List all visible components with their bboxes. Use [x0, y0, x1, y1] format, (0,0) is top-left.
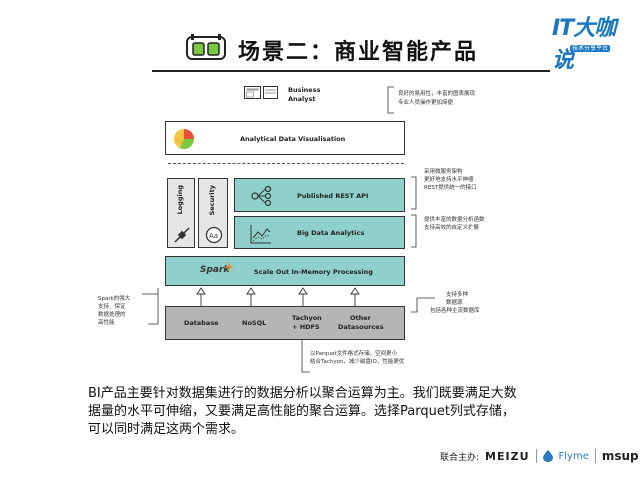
security-label: Security	[208, 185, 216, 216]
note-bigdata-2: 支持高效的自定义扩展	[424, 225, 480, 231]
analytical-viz-box: Analytical Data Visualisation	[165, 121, 405, 155]
analytical-viz-label: Analytical Data Visualisation	[240, 135, 346, 143]
note-spark-4: 高性能	[98, 320, 115, 326]
note-sources-1: 支持多种	[446, 292, 469, 298]
source-other-2: Datasources	[338, 323, 384, 331]
bracket-sources	[411, 297, 435, 313]
note-parquet-2: 结合Tachyon，减少磁盘IO，性能更优	[310, 359, 405, 365]
bracket-parquet	[301, 340, 310, 373]
page-title: 场景二：商业智能产品	[238, 40, 479, 65]
bracket-analyst	[387, 86, 394, 114]
source-tachyon-1: Tachyon	[292, 314, 322, 322]
meizu-logo: MEIZU	[485, 449, 530, 463]
architecture-diagram: Business Analyst 良好的易用性，丰富的图表展现 专业人员操作更加…	[98, 86, 485, 373]
note-spark-2: 支持、保证	[98, 304, 126, 310]
big-data-box: Big Data Analytics	[234, 216, 405, 249]
logging-box: Logging	[167, 178, 195, 248]
pie-chart-icon	[174, 129, 195, 150]
rest-api-box: Published REST API	[234, 178, 405, 212]
bracket-rest	[411, 176, 417, 210]
footer-sponsors: 联合主办: MEIZU Flyme msup	[440, 446, 639, 466]
security-badge-icon: Aa	[205, 226, 223, 244]
data-sources-box: Database NoSQL Tachyon + HDFS Other Data…	[165, 306, 405, 340]
spark-star-icon	[224, 262, 234, 272]
svg-text:Aa: Aa	[209, 232, 218, 240]
logo-sub-text: 技术分享平台	[570, 45, 611, 52]
source-nosql: NoSQL	[242, 319, 267, 327]
flyme-icon	[542, 450, 553, 462]
footer-separator-2	[594, 449, 596, 463]
note-spark-1: Spark的强大	[98, 296, 131, 302]
note-sources-3: 包括各种主流数据库	[430, 308, 480, 314]
note-rest-2: 更好地支持水平伸缩	[424, 177, 474, 183]
note-analyst-1: 良好的易用性，丰富的图表展现	[398, 91, 476, 97]
paragraph-line-2: 据量的水平可伸缩，又要满足高性能的聚合运算。选择Parquet列式存储，	[88, 404, 515, 419]
note-sources-2: 数据源	[446, 300, 463, 306]
title-divider	[152, 70, 550, 72]
description-paragraph: BI产品主要针对数据集进行的数据分析以聚合运算为主。我们既要满足大数 据量的水平…	[88, 385, 588, 439]
scale-out-label: Scale Out In-Memory Processing	[254, 268, 373, 276]
note-parquet-1: 以Parquet文件格式存储，空间更小	[310, 351, 398, 357]
rest-api-label: Published REST API	[297, 192, 369, 200]
source-database: Database	[184, 319, 219, 327]
calendar-icon	[186, 34, 226, 60]
satellite-icon	[174, 227, 190, 243]
security-box: Security Aa	[198, 178, 228, 248]
it-daka-logo: IT大咖说 技术分享平台	[552, 10, 632, 73]
business-analyst-label-1: Business	[288, 86, 321, 94]
note-analyst-2: 专业人员操作更加简便	[398, 100, 454, 106]
note-spark-3: 数据处理的	[98, 312, 126, 318]
scale-out-box: Spark Scale Out In-Memory Processing	[165, 256, 405, 286]
logo-main-text: IT大咖说	[552, 16, 616, 73]
paragraph-line-3: 可以同时满足这两个需求。	[88, 422, 245, 437]
note-rest-3: REST提供统一的接口	[424, 185, 477, 191]
monitor-icon	[244, 86, 278, 99]
business-analyst-label-2: Analyst	[288, 95, 316, 103]
spark-logo: Spark	[200, 265, 230, 275]
line-chart-icon	[250, 225, 271, 244]
note-bigdata-1: 提供丰富的数据分析函数	[424, 217, 485, 223]
network-icon	[251, 185, 272, 207]
bracket-spark	[142, 288, 159, 325]
dashed-separator	[168, 163, 404, 164]
source-other-1: Other	[350, 314, 371, 322]
source-tachyon-2: + HDFS	[292, 323, 320, 331]
footer-separator	[535, 449, 537, 463]
logging-label: Logging	[176, 185, 184, 215]
big-data-label: Big Data Analytics	[297, 229, 365, 237]
flyme-logo: Flyme	[558, 450, 589, 462]
msup-logo: msup	[601, 449, 639, 463]
co-host-label: 联合主办:	[440, 452, 480, 463]
paragraph-line-1: BI产品主要针对数据集进行的数据分析以聚合运算为主。我们既要满足大数	[88, 386, 517, 401]
note-rest-1: 采用微服务架构	[424, 169, 463, 175]
bracket-bigdata	[411, 214, 417, 248]
up-arrows	[196, 287, 360, 308]
